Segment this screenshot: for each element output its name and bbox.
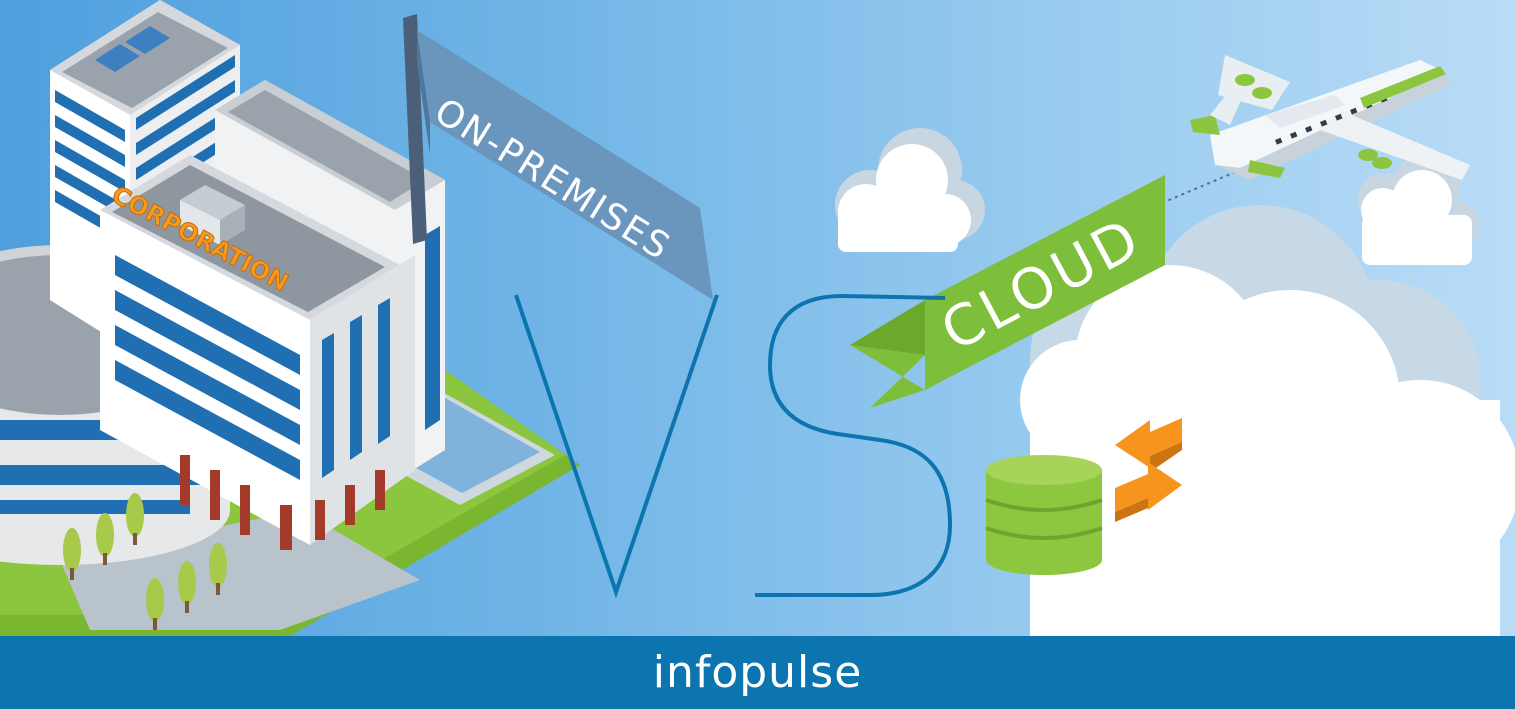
cloud-ribbon (850, 175, 1165, 408)
brand-logo[interactable]: infopulse (652, 646, 863, 698)
airplane-icon (1190, 55, 1470, 180)
footer-bar: infopulse (0, 636, 1515, 709)
office-building-icon (0, 0, 580, 636)
sync-arrows-icon (1115, 418, 1182, 522)
versus-text: VS (0, 0, 2, 1)
cloud-icon (1020, 205, 1515, 636)
database-icon (985, 455, 1103, 575)
cloud-icon (835, 128, 985, 252)
flag-icon (403, 14, 713, 300)
versus-mark (514, 293, 953, 599)
